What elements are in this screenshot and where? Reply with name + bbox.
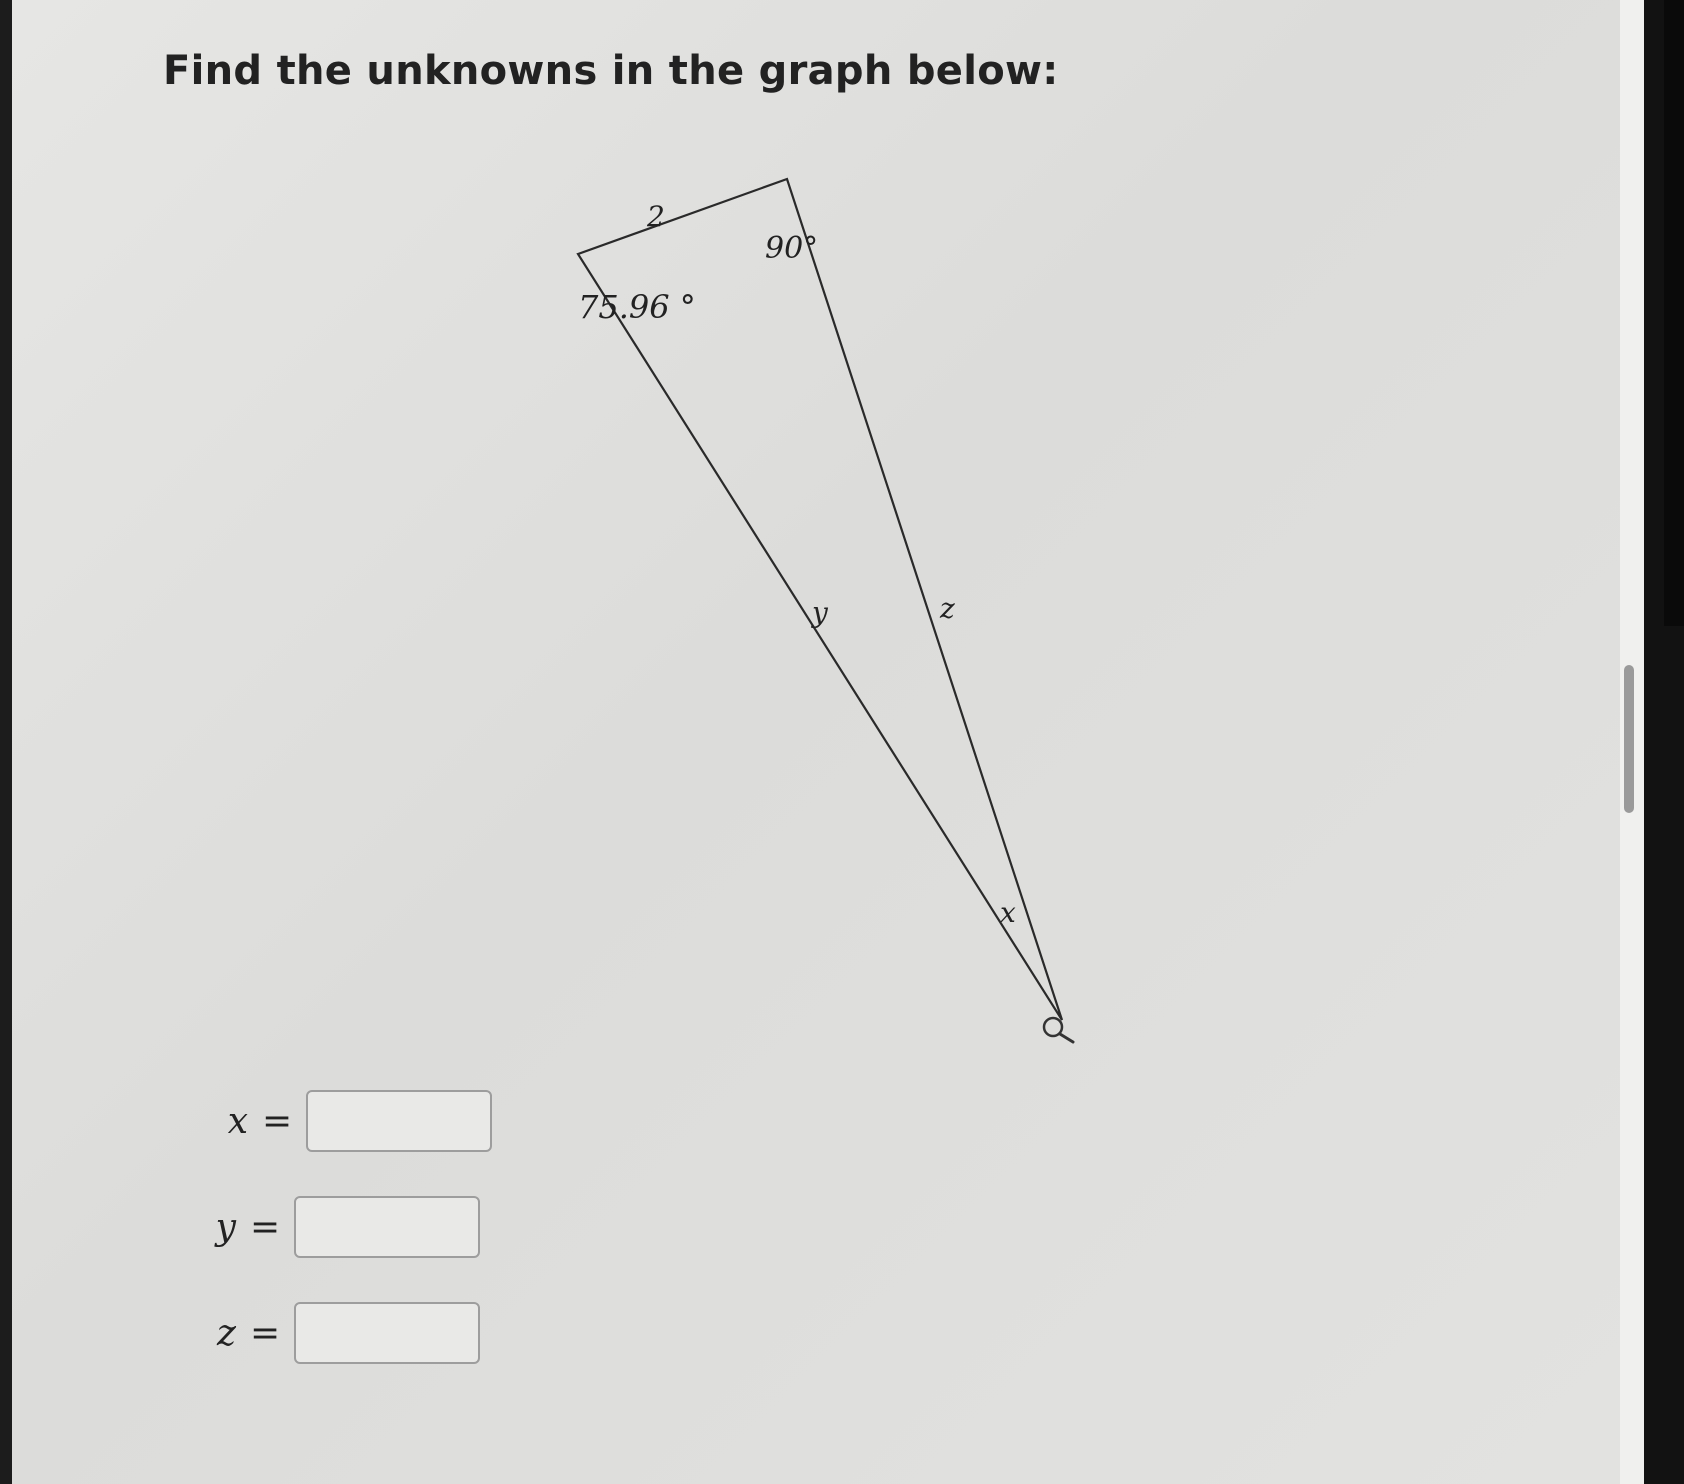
variable-label-z: z <box>217 1312 236 1354</box>
angle-label-75-96: 75.96 ° <box>578 288 696 326</box>
variable-label-x: x <box>227 1100 248 1142</box>
equals-sign: = <box>250 1206 281 1248</box>
answer-input-z[interactable] <box>294 1302 481 1364</box>
question-prompt: Find the unknowns in the graph below: <box>163 48 1059 94</box>
answer-row-x: x = <box>196 1090 493 1152</box>
triangle-diagram: 2 90° 75.96 ° y z x <box>576 177 1075 1044</box>
answer-row-z: z = <box>184 1302 481 1364</box>
angle-label-x: x <box>1000 896 1016 929</box>
side-label-z: z <box>939 592 955 625</box>
equals-sign: = <box>250 1312 281 1354</box>
equals-sign: = <box>262 1100 293 1142</box>
answer-input-y[interactable] <box>294 1196 481 1258</box>
angle-label-90: 90° <box>765 231 818 266</box>
magnifier-cursor-icon <box>1042 1016 1075 1044</box>
answer-row-y: y = <box>184 1196 481 1258</box>
scrollbar-thumb[interactable] <box>1624 665 1634 813</box>
screen-background <box>12 0 1620 1484</box>
side-label-2: 2 <box>646 200 665 233</box>
variable-label-y: y <box>215 1206 236 1248</box>
answer-input-x[interactable] <box>306 1090 493 1152</box>
right-triangle <box>576 177 1064 1021</box>
device-bezel-top <box>1664 0 1684 626</box>
side-label-y: y <box>810 596 829 629</box>
